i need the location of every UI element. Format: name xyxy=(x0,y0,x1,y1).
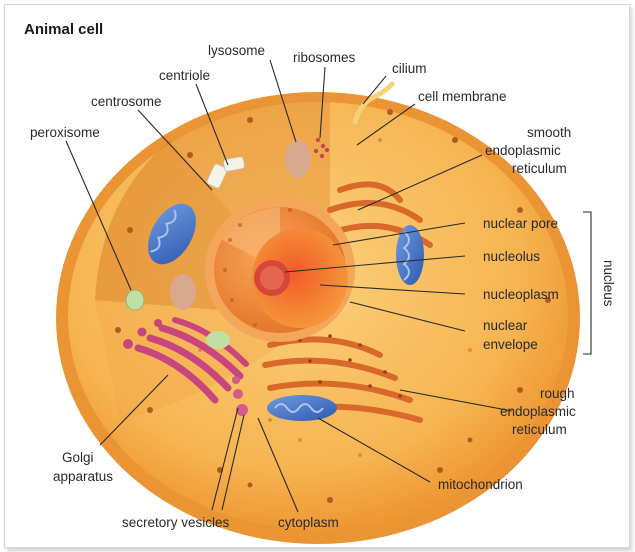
label-rough-er-3: reticulum xyxy=(512,422,567,437)
label-lysosome: lysosome xyxy=(208,43,265,58)
label-centrosome: centrosome xyxy=(91,94,162,109)
label-nuclear-envelope-1: nuclear xyxy=(483,318,528,333)
nucleolus xyxy=(254,260,290,296)
mitochondrion-bottom xyxy=(267,395,337,421)
label-cilium: cilium xyxy=(392,61,427,76)
diagram-title: Animal cell xyxy=(24,21,103,38)
vesicle xyxy=(206,331,230,349)
label-golgi-1: Golgi xyxy=(62,450,94,465)
label-nuclear-pore: nuclear pore xyxy=(483,216,558,231)
label-rough-er-1: rough xyxy=(540,386,575,401)
label-smooth-er-3: reticulum xyxy=(512,161,567,176)
label-nucleus: nucleus xyxy=(601,260,616,307)
label-cell-membrane: cell membrane xyxy=(418,89,507,104)
label-nucleolus: nucleolus xyxy=(483,249,540,264)
label-centriole: centriole xyxy=(159,68,210,83)
label-cytoplasm: cytoplasm xyxy=(278,515,339,530)
label-rough-er-2: endoplasmic xyxy=(500,404,576,419)
lysosome-left xyxy=(170,274,196,310)
label-nucleoplasm: nucleoplasm xyxy=(483,287,559,302)
label-nuclear-envelope-2: envelope xyxy=(483,337,538,352)
lysosome xyxy=(285,140,311,178)
label-ribosomes: ribosomes xyxy=(293,50,356,65)
label-smooth-er-1: smooth xyxy=(527,125,571,140)
label-peroxisome: peroxisome xyxy=(30,125,100,140)
peroxisome xyxy=(126,290,144,310)
label-golgi-2: apparatus xyxy=(53,469,113,484)
label-mitochondrion: mitochondrion xyxy=(438,477,523,492)
label-smooth-er-2: endoplasmic xyxy=(485,143,561,158)
label-secretory-vesicles: secretory vesicles xyxy=(122,515,230,530)
